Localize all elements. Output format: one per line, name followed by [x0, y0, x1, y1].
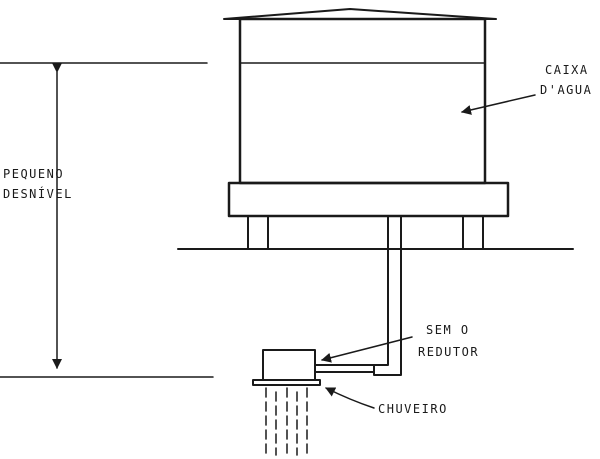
shower-plate [252, 379, 321, 386]
reducer-label-arrow [321, 336, 413, 363]
tank-leg-left [247, 215, 269, 250]
tank-label-line1: CAIXA [545, 63, 589, 77]
shower-head [262, 349, 316, 381]
shower-label: CHUVEIRO [378, 402, 448, 416]
water-streams [265, 387, 308, 456]
tank-roof [223, 8, 497, 20]
height-label-line1: PEQUENO [3, 167, 64, 181]
tank-leg-right [462, 215, 484, 250]
reducer-label-line2: REDUTOR [418, 345, 479, 359]
height-label-line2: DESNÍVEL [3, 186, 73, 201]
tank-base [227, 181, 510, 218]
tank-body [238, 17, 487, 185]
shower-label-arrow [325, 387, 375, 409]
water-pipe [373, 215, 402, 376]
tank-label-arrow [461, 94, 536, 115]
reducer-label-line1: SEM O [426, 323, 470, 337]
tank-label-line2: D'AGUA [540, 83, 592, 97]
